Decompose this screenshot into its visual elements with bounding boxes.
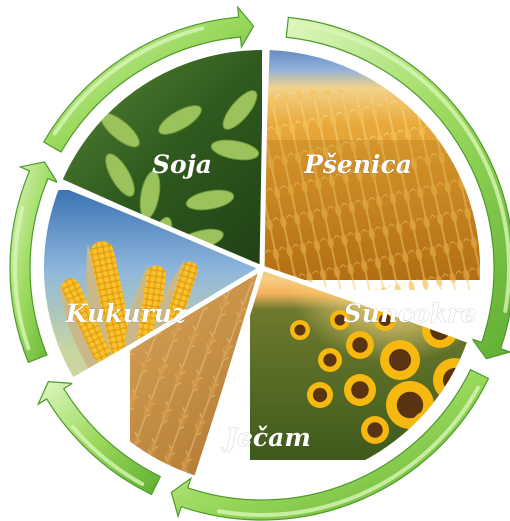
label-jecam: Ječam <box>221 423 311 452</box>
sunflower-head <box>344 374 376 406</box>
label-psenica: Pšenica <box>303 150 412 179</box>
sunflower-head <box>318 348 342 372</box>
sunflower-head <box>361 416 389 444</box>
sunflower-head <box>346 331 374 359</box>
sunflower-head <box>307 382 333 408</box>
label-suncokret: Suncokre <box>344 299 477 328</box>
sunflower-head <box>386 381 434 429</box>
label-kukuruz: Kukuruz <box>65 299 187 328</box>
sunflower-head <box>290 320 310 340</box>
label-soja: Soja <box>152 150 212 179</box>
sunflower-head <box>380 340 420 380</box>
